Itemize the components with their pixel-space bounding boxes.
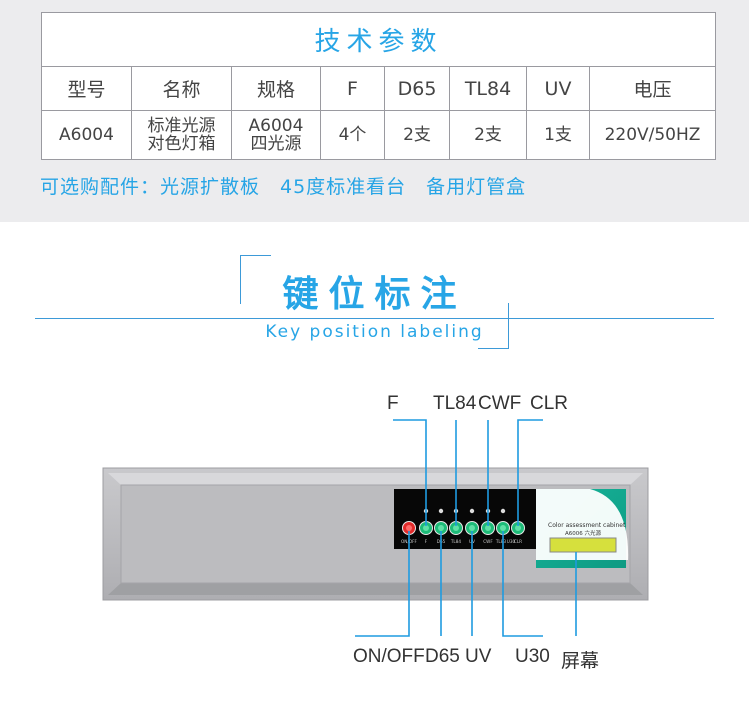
button-label: CLR <box>514 539 522 544</box>
button-center <box>423 525 429 531</box>
callout-line-f <box>393 419 427 526</box>
cell-name-line1: 标准光源 <box>147 116 216 136</box>
cell-f: 4个 <box>320 110 385 160</box>
callout-line-clr <box>517 419 543 526</box>
cell-voltage: 220V/50HZ <box>589 110 716 160</box>
cell-spec-line1: A6004 <box>248 116 304 136</box>
screen-title: Color assessment cabinet <box>548 522 626 529</box>
button-label: U30 <box>507 539 516 544</box>
label-uv: UV <box>465 646 492 667</box>
section-subtitle: Key position labeling <box>265 322 484 342</box>
cell-model: A6004 <box>41 110 132 160</box>
label-f: F <box>387 393 399 414</box>
cell-name-line2: 对色灯箱 <box>147 134 216 154</box>
panel-bevel-bottom <box>108 583 643 595</box>
callout-line-u30 <box>502 531 543 637</box>
label-clr: CLR <box>530 393 569 414</box>
callout-lines <box>355 419 577 637</box>
button-center <box>469 525 475 531</box>
header-tl84: TL84 <box>449 66 527 111</box>
cell-d65: 2支 <box>384 110 450 160</box>
button-center <box>438 525 444 531</box>
label-d65: D65 <box>425 646 460 667</box>
cell-uv: 1支 <box>526 110 590 160</box>
header-voltage: 电压 <box>589 66 716 111</box>
heading-divider <box>35 318 714 319</box>
cell-tl84: 2支 <box>449 110 527 160</box>
panel-bevel-top <box>108 473 643 485</box>
heading-bracket-top-left <box>240 255 271 304</box>
label-cwf: CWF <box>478 393 522 414</box>
button-center <box>500 525 506 531</box>
heading-bracket-bottom-right <box>478 303 509 349</box>
callout-line-on-off <box>355 531 410 637</box>
button-panel <box>394 489 536 549</box>
button-center <box>406 525 412 531</box>
cell-name: 标准光源对色灯箱 <box>131 110 232 160</box>
screen-model: A6006 六光源 <box>565 529 602 537</box>
button-center <box>515 525 521 531</box>
spec-table: 技术参数 型号 名称 规格 F D65 TL84 UV 电压 A6004 标准光… <box>41 12 716 160</box>
label-on-off: ON/OFF <box>353 646 425 667</box>
button-center <box>485 525 491 531</box>
section-title: 键位标注 <box>282 274 467 315</box>
spec-header-row: 型号 名称 规格 F D65 TL84 UV 电压 <box>41 66 716 111</box>
header-uv: UV <box>526 66 590 111</box>
button-label: TL84 <box>450 539 462 544</box>
label-tl84: TL84 <box>433 393 477 414</box>
lcd-screen <box>549 537 617 553</box>
led-indicator <box>438 508 444 514</box>
button-label: F <box>425 539 428 544</box>
label-screen: 屏幕 <box>561 651 600 672</box>
header-d65: D65 <box>384 66 450 111</box>
button-center <box>453 525 459 531</box>
cell-spec-line2: 四光源 <box>250 134 302 154</box>
led-indicator <box>500 508 506 514</box>
spec-table-title: 技术参数 <box>41 12 716 67</box>
button-label: TL83 <box>495 539 507 544</box>
led-indicator <box>469 508 475 514</box>
label-u30: U30 <box>515 646 550 667</box>
button-label: CWF <box>483 539 493 544</box>
accessories-text: 可选购配件：光源扩散板 45度标准看台 备用灯管盒 <box>40 176 527 198</box>
